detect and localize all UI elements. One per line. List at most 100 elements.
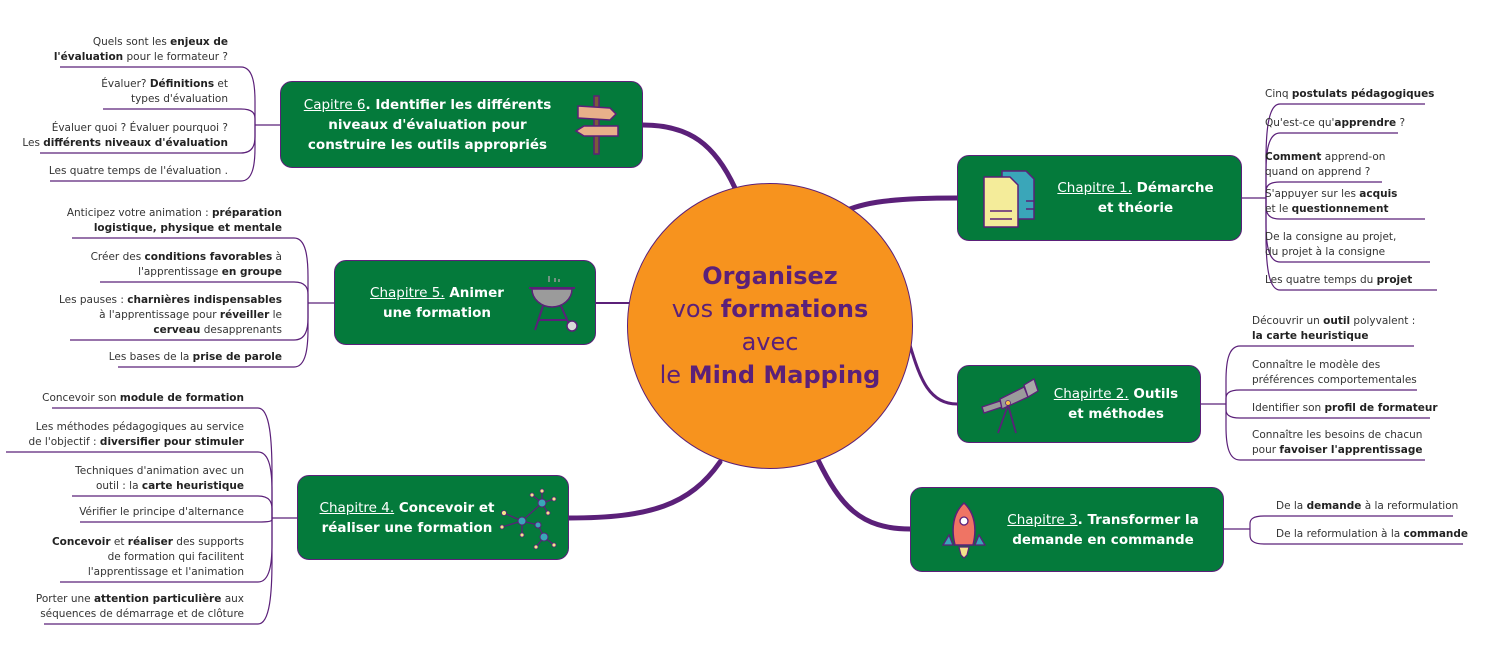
- subtopic-ch1-2[interactable]: Qu'est-ce qu'apprendre ?: [1265, 116, 1405, 131]
- subtopic-ch4-3[interactable]: Techniques d'animation avec un outil : la…: [75, 464, 244, 494]
- chapter-label[interactable]: Capitre 6: [303, 96, 366, 113]
- signpost-icon: [574, 94, 619, 155]
- subtopic-line: du projet à la consigne: [1265, 246, 1386, 258]
- subtopic-line: de formation qui facilitent: [107, 551, 244, 563]
- subtopic-line: outil : la carte heuristique: [95, 480, 244, 492]
- subtopic-line: Créer des conditions favorables à: [90, 251, 282, 263]
- subtopic-line: Découvrir un outil polyvalent :: [1252, 315, 1416, 327]
- subtopic-line: Quels sont les enjeux de: [92, 36, 228, 48]
- topic-chapter-1[interactable]: Chapitre 1. Démarche et théorie: [957, 155, 1242, 241]
- chapter-label[interactable]: Chapitre 1.: [1057, 180, 1132, 196]
- subtopic-ch5-4[interactable]: Les bases de la prise de parole: [109, 350, 282, 365]
- subtopic-ch4-2[interactable]: Les méthodes pédagogiques au service de l…: [28, 420, 244, 450]
- subtopic-ch1-3[interactable]: Comment apprend-on quand on apprend ?: [1265, 150, 1385, 180]
- central-line-3: avec: [741, 328, 799, 356]
- chapter-label[interactable]: Chapitre 5.: [370, 284, 445, 301]
- documents-icon: [983, 170, 1035, 228]
- subtopic-ch2-1[interactable]: Découvrir un outil polyvalent : la carte …: [1252, 314, 1415, 344]
- subtopic-line: types d'évaluation: [130, 93, 228, 105]
- subtopic-line: la carte heuristique: [1252, 330, 1369, 342]
- topic-chapter-5[interactable]: Chapitre 5. Animer une formation: [334, 260, 596, 345]
- subtopic-line: Les bases de la prise de parole: [108, 351, 282, 363]
- subtopic-ch6-4[interactable]: Les quatre temps de l'évaluation .: [49, 164, 228, 179]
- connector-ch4-subtopic-1: [52, 407, 273, 518]
- central-line-2: vos formations: [671, 295, 869, 323]
- subtopic-line: de l'objectif : diversifier pour stimule…: [28, 436, 244, 448]
- subtopic-line: Évaluer quoi ? Évaluer pourquoi ?: [51, 122, 228, 134]
- subtopic-line: Connaître les besoins de chacun: [1252, 429, 1423, 441]
- subtopic-ch1-6[interactable]: Les quatre temps du projet: [1265, 273, 1412, 288]
- subtopic-line: Les pauses : charnières indispensables: [58, 294, 282, 306]
- subtopic-ch4-6[interactable]: Porter une attention particulière aux séq…: [36, 592, 244, 622]
- connector-ch5-subtopic-4: [118, 303, 309, 368]
- subtopic-line: Concevoir et réaliser des supports: [51, 536, 244, 548]
- connector-ch2-subtopic-4: [1225, 404, 1425, 461]
- network-icon: [499, 488, 557, 549]
- subtopic-line: l'apprentissage et l'animation: [87, 566, 244, 578]
- topic-chapter-3[interactable]: Chapitre 3. Transformer la demande en co…: [910, 487, 1224, 572]
- subtopic-line: Porter une attention particulière aux: [35, 593, 244, 605]
- connector-center-to-chapter-3: [815, 457, 913, 532]
- connector-ch2-subtopic-2: [1225, 389, 1417, 404]
- subtopic-line: Vérifier le principe d'alternance: [79, 506, 244, 518]
- connector-ch6-subtopic-4: [50, 125, 256, 182]
- connector-ch1-subtopic-3: [1265, 181, 1382, 198]
- subtopic-line: De la consigne au projet,: [1265, 231, 1397, 243]
- connector-ch3-subtopic-1: [1249, 515, 1453, 529]
- chapter-label[interactable]: Chapitre 4.: [319, 499, 395, 516]
- subtopic-ch6-3[interactable]: Évaluer quoi ? Évaluer pourquoi ? Les dif…: [22, 121, 228, 151]
- subtopic-line: Techniques d'animation avec un: [75, 465, 244, 477]
- connector-ch5-subtopic-2: [100, 281, 309, 303]
- subtopic-ch4-5[interactable]: Concevoir et réaliser des supports de for…: [52, 535, 244, 580]
- subtopic-ch4-4[interactable]: Vérifier le principe d'alternance: [79, 505, 244, 520]
- subtopic-ch1-1[interactable]: Cinq postulats pédagogiques: [1265, 87, 1434, 102]
- chapter-label[interactable]: Chapitre 3: [1007, 511, 1078, 528]
- telescope-icon: [981, 378, 1039, 434]
- connector-ch3-subtopic-2: [1249, 529, 1463, 545]
- subtopic-line: De la demande à la reformulation: [1276, 500, 1459, 512]
- connector-ch4-subtopic-6: [44, 518, 273, 625]
- subtopic-line: Identifier son profil de formateur: [1252, 402, 1438, 414]
- subtopic-line: Les quatre temps du projet: [1265, 274, 1413, 286]
- subtopic-ch6-2[interactable]: Évaluer? Définitions et types d'évaluatio…: [101, 77, 228, 107]
- connector-ch4-subtopic-3: [72, 495, 273, 518]
- subtopic-line: De la reformulation à la commande: [1276, 528, 1469, 540]
- subtopic-line: Les quatre temps de l'évaluation .: [48, 165, 228, 177]
- subtopic-ch4-1[interactable]: Concevoir son module de formation: [42, 391, 244, 406]
- topic-chapter-3-title: Chapitre 3. Transformer la demande en co…: [1007, 511, 1199, 548]
- connector-center-to-chapter-2: [908, 343, 959, 406]
- subtopic-line: préférences comportementales: [1252, 374, 1417, 386]
- subtopic-line: Évaluer? Définitions et: [101, 78, 228, 90]
- subtopic-line: Concevoir son module de formation: [42, 392, 244, 404]
- subtopic-line: séquences de démarrage et de clôture: [40, 608, 244, 620]
- subtopic-line: Cinq postulats pédagogiques: [1265, 88, 1435, 100]
- subtopic-line: Anticipez votre animation : préparation: [66, 207, 282, 219]
- subtopic-line: et le questionnement: [1265, 203, 1389, 215]
- subtopic-ch3-1[interactable]: De la demande à la reformulation: [1276, 499, 1458, 514]
- subtopic-ch6-1[interactable]: Quels sont les enjeux de l'évaluation pou…: [54, 35, 228, 65]
- topic-chapter-4[interactable]: Chapitre 4. Concevoir et réaliser une fo…: [297, 475, 569, 560]
- subtopic-line: quand on apprend ?: [1265, 166, 1371, 178]
- chapter-label[interactable]: Chapirte 2.: [1053, 386, 1129, 402]
- subtopic-line: Les méthodes pédagogiques au service: [35, 421, 244, 433]
- central-line-4: le Mind Mapping: [659, 361, 881, 389]
- subtopic-line: l'évaluation pour le formateur ?: [53, 51, 228, 63]
- subtopic-line: Les différents niveaux d'évaluation: [22, 137, 228, 149]
- subtopic-ch1-5[interactable]: De la consigne au projet, du projet à la …: [1265, 230, 1396, 260]
- subtopic-ch2-3[interactable]: Identifier son profil de formateur: [1252, 401, 1438, 416]
- connector-ch1-subtopic-2: [1265, 132, 1398, 198]
- subtopic-line: Comment apprend-on: [1265, 151, 1386, 163]
- topic-chapter-2[interactable]: Chapirte 2. Outils et méthodes: [957, 365, 1201, 443]
- subtopic-ch3-2[interactable]: De la reformulation à la commande: [1276, 527, 1468, 542]
- connector-ch6-subtopic-2: [103, 108, 256, 125]
- central-topic[interactable]: Organisez vos formations avec le Mind Ma…: [627, 183, 913, 469]
- connector-center-to-chapter-6: [640, 122, 738, 191]
- topic-chapter-6[interactable]: Capitre 6. Identifier les différents niv…: [280, 81, 643, 168]
